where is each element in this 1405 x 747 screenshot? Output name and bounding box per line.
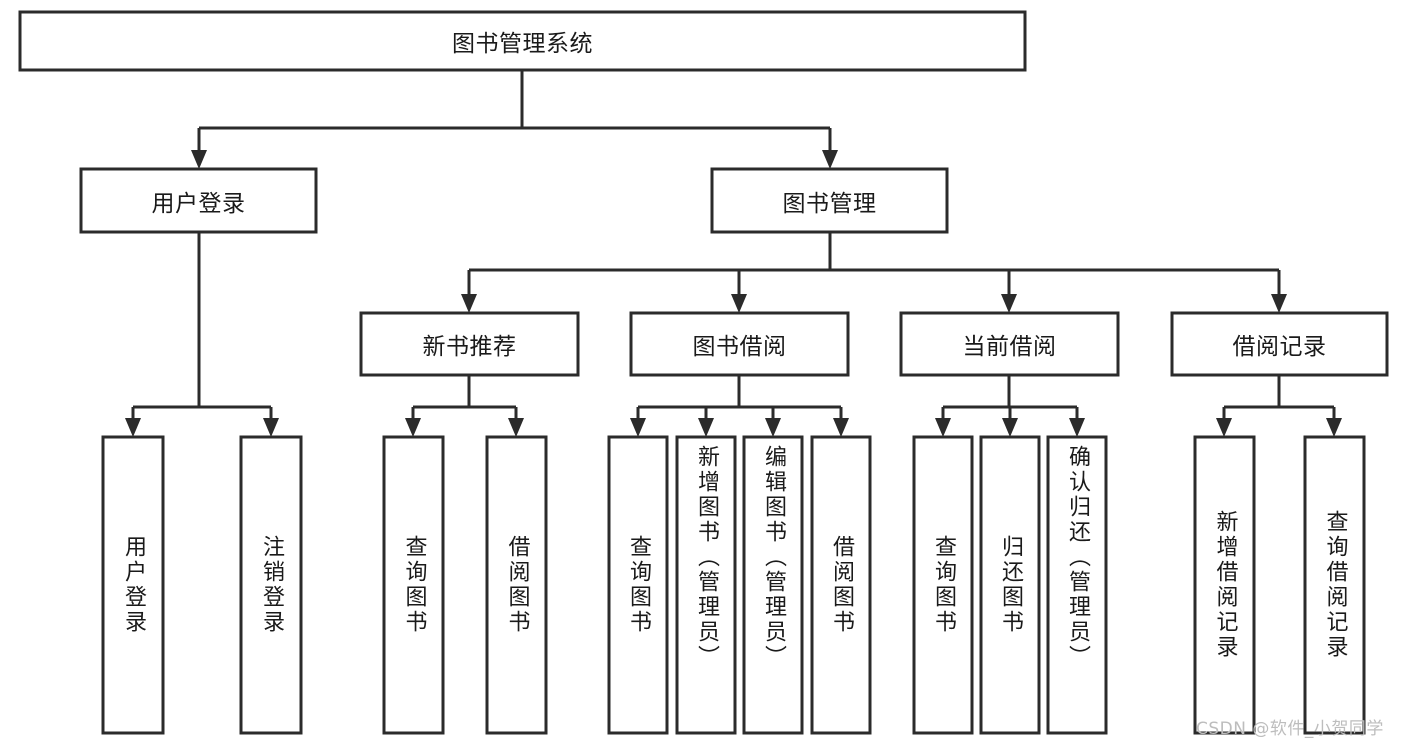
arrowhead-leaf-return-book <box>1002 418 1018 437</box>
arrowhead-leaf-query-book-1 <box>405 418 421 437</box>
node-borrow-record[interactable] <box>1170 311 1389 377</box>
node-root[interactable] <box>18 10 1027 72</box>
leaf-box-borrow-book-1[interactable] <box>485 435 548 735</box>
arrowhead-leaf-confirm-return <box>1069 418 1085 437</box>
node-new-book[interactable] <box>359 311 580 377</box>
node-current-borrow[interactable] <box>899 311 1120 377</box>
leaf-box-logout[interactable] <box>239 435 303 735</box>
leaf-box-query-record[interactable] <box>1303 435 1366 735</box>
leaf-box-add-record[interactable] <box>1193 435 1256 735</box>
leaf-box-query-book-3[interactable] <box>912 435 974 735</box>
leaf-box-edit-book[interactable] <box>742 435 804 735</box>
csdn-watermark: CSDN @软件_小贺同学 <box>1196 719 1384 739</box>
node-user-login[interactable] <box>79 167 318 234</box>
leaf-box-return-book[interactable] <box>979 435 1041 735</box>
leaf-box-query-book-2[interactable] <box>607 435 669 735</box>
arrowhead-leaf-borrow-book-1 <box>508 418 524 437</box>
node-book-borrow[interactable] <box>629 311 850 377</box>
arrowhead-current-borrow <box>1001 294 1017 313</box>
arrowhead-book-manage <box>822 150 838 169</box>
leaf-box-query-book-1[interactable] <box>382 435 445 735</box>
leaf-box-confirm-return[interactable] <box>1046 435 1108 735</box>
arrowhead-leaf-add-record <box>1216 418 1232 437</box>
arrowhead-leaf-query-record <box>1326 418 1342 437</box>
node-book-manage[interactable] <box>710 167 949 234</box>
leaf-box-add-book[interactable] <box>675 435 737 735</box>
arrowhead-book-borrow <box>731 294 747 313</box>
arrowhead-leaf-user-login <box>125 418 141 437</box>
arrowhead-leaf-query-book-2 <box>630 418 646 437</box>
arrowhead-borrow-record <box>1271 294 1287 313</box>
leaf-box-user-login[interactable] <box>101 435 165 735</box>
arrowhead-new-book <box>461 294 477 313</box>
arrowhead-leaf-borrow-book-2 <box>833 418 849 437</box>
leaf-box-borrow-book-2[interactable] <box>810 435 872 735</box>
arrowhead-leaf-edit-book <box>765 418 781 437</box>
arrowhead-user-login <box>191 150 207 169</box>
arrowhead-leaf-logout <box>263 418 279 437</box>
arrowhead-leaf-add-book <box>698 418 714 437</box>
arrowhead-leaf-query-book-3 <box>935 418 951 437</box>
